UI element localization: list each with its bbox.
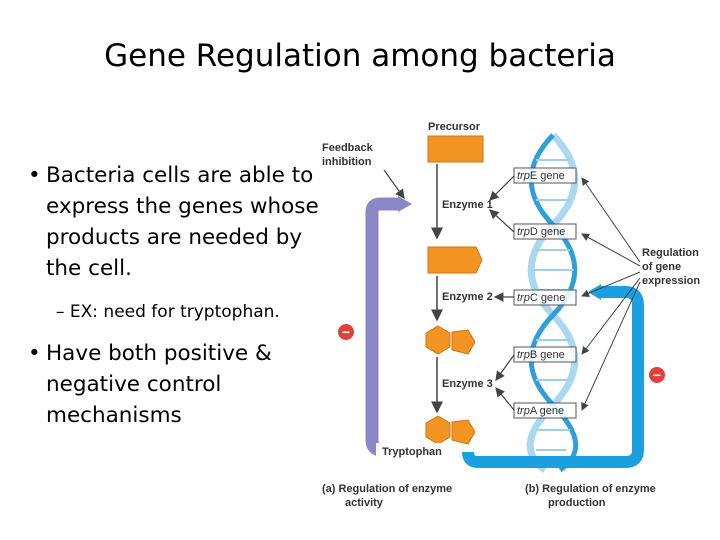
bullet-marker: • xyxy=(28,341,41,366)
intermediate-2-shape xyxy=(425,325,476,355)
precursor-label: Precursor xyxy=(428,121,481,133)
svg-text:−: − xyxy=(653,367,661,383)
gene-trpB: trpB gene xyxy=(513,346,577,363)
bullet-text: Bacteria cells are able to express the g… xyxy=(46,163,319,281)
bullet-item: • Have both positive & negative control … xyxy=(26,338,336,431)
intermediate-1-shape xyxy=(427,246,483,274)
caption-b-line1: (b) Regulation of enzyme xyxy=(525,483,656,495)
inhibition-minus-icon: − xyxy=(338,324,354,340)
svg-text:trpD gene: trpD gene xyxy=(517,226,565,238)
enzyme-3-label: Enzyme 3 xyxy=(442,378,493,390)
regulation-label: Regulation xyxy=(642,247,699,259)
expression-label: expression xyxy=(642,275,700,287)
tryptophan-shape xyxy=(425,415,476,445)
inhibition-label: inhibition xyxy=(322,156,372,168)
tryptophan-label: Tryptophan xyxy=(382,446,442,458)
gene-trpC: trpC gene xyxy=(513,289,577,306)
svg-text:trpC gene: trpC gene xyxy=(517,292,565,304)
svg-text:trpE gene: trpE gene xyxy=(517,170,565,182)
bullet-text: Have both positive & negative control me… xyxy=(46,341,272,428)
caption-b-line2: production xyxy=(548,497,606,509)
gene-trpD: trpD gene xyxy=(513,223,577,240)
dash-marker: – xyxy=(56,302,65,322)
feedback-loop-arrow xyxy=(365,197,400,457)
feedback-label: Feedback xyxy=(322,142,374,154)
enzyme-1-label: Enzyme 1 xyxy=(442,199,493,211)
slide-title: Gene Regulation among bacteria xyxy=(104,38,616,74)
sub-bullet-item: – EX: need for tryptophan. xyxy=(56,300,356,324)
bullet-marker: • xyxy=(28,163,41,188)
svg-text:trpA gene: trpA gene xyxy=(517,405,564,417)
bullet-item: • Bacteria cells are able to express the… xyxy=(26,160,336,284)
repression-minus-icon: − xyxy=(649,367,665,383)
gene-trpA: trpA gene xyxy=(513,402,577,419)
caption-a-line1: (a) Regulation of enzyme xyxy=(322,483,452,495)
svg-text:−: − xyxy=(342,324,350,340)
enzyme-2-label: Enzyme 2 xyxy=(442,291,493,303)
precursor-shape xyxy=(427,135,484,163)
gene-trpE: trpE gene xyxy=(513,167,577,184)
svg-text:trpB gene: trpB gene xyxy=(517,349,565,361)
caption-a-line2: activity xyxy=(345,497,384,509)
sub-bullet-text: EX: need for tryptophan. xyxy=(69,302,280,322)
of-gene-label: of gene xyxy=(642,261,681,273)
